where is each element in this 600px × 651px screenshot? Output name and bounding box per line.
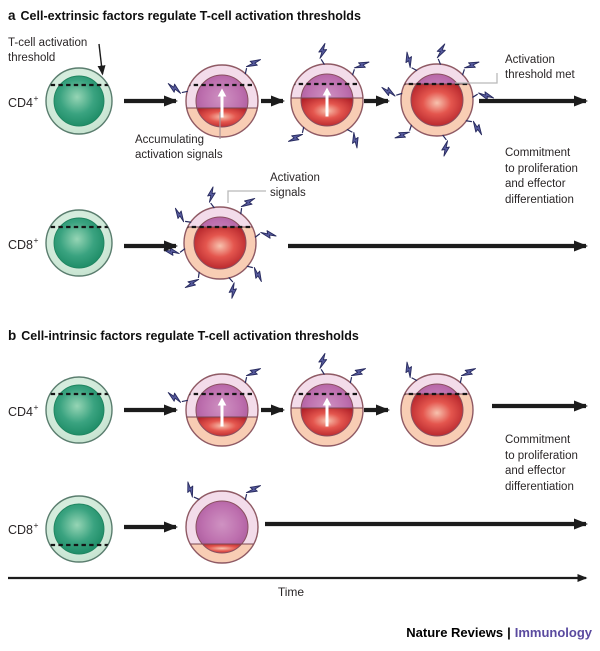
lightning-bolt-icon: [317, 42, 329, 66]
commitment-text-panel-b: Commitment to proliferation and effector…: [505, 434, 578, 493]
commitment-text-panel-a: Commitment to proliferation and effector…: [505, 147, 578, 206]
footer-brand: Nature Reviews: [406, 625, 504, 640]
threshold-label: T-cell activation threshold: [8, 37, 88, 64]
cd8-activating-cell-panel-b: [182, 480, 262, 564]
lightning-bolt-icon: [380, 85, 404, 99]
lightning-bolt-icon: [393, 121, 416, 144]
panel-b-letter: b: [8, 328, 17, 343]
cd8-naive-cell-panel-a: [45, 209, 113, 277]
lightning-bolt-icon: [458, 56, 481, 79]
cd4-activating-cell-1-panel-b: [165, 363, 262, 447]
cd4-label-panel-a: CD4+: [8, 93, 39, 111]
cd8-label-panel-b: CD8+: [8, 520, 39, 538]
lightning-bolt-icon: [438, 133, 452, 157]
cd8-naive-cell-panel-b: [45, 495, 113, 563]
cd4-threshold-met-cell-panel-b: [400, 360, 477, 447]
cd4-naive-cell-panel-a: [45, 67, 113, 135]
time-axis-label: Time: [277, 585, 305, 599]
threshold-met-pointer-line: [455, 73, 498, 84]
threshold-met-label: Activation threshold met: [505, 54, 575, 81]
lightning-bolt-icon: [182, 480, 203, 504]
accumulating-signals-label: Accumulating activation signals: [135, 134, 223, 161]
activation-signals-label: Activation signals: [270, 172, 320, 199]
cd8-label-panel-a: CD8+: [8, 235, 39, 253]
cd4-activating-cell-2-panel-a: [287, 42, 371, 150]
cd4-label-panel-b: CD4+: [8, 402, 39, 420]
lightning-bolt-icon: [165, 81, 190, 97]
cd4-activating-cell-1-panel-a: [165, 54, 262, 138]
footer-separator: |: [507, 625, 511, 640]
cd8-threshold-met-cell-panel-a: [163, 186, 277, 300]
lightning-bolt-icon: [317, 352, 329, 376]
lightning-bolt-icon: [253, 228, 277, 242]
panel-a-letter: a: [8, 8, 16, 23]
cd4-threshold-met-cell-panel-a: [380, 42, 495, 157]
threshold-pointer-arrow: [97, 43, 106, 76]
accumulated-signal-fill: [196, 544, 248, 553]
cd4-activating-cell-2-panel-b: [290, 352, 367, 447]
lightning-bolt-icon: [205, 186, 219, 210]
journal-footer: Nature Reviews|Immunology: [406, 625, 592, 640]
lightning-bolt-icon: [224, 275, 240, 300]
footer-journal: Immunology: [514, 625, 592, 640]
activation-signals-pointer-line: [227, 190, 266, 203]
lightning-bolt-icon: [435, 42, 447, 66]
lightning-bolt-icon: [165, 390, 190, 406]
lightning-bolt-icon: [348, 56, 371, 79]
cd4-naive-cell-panel-b: [45, 376, 113, 444]
